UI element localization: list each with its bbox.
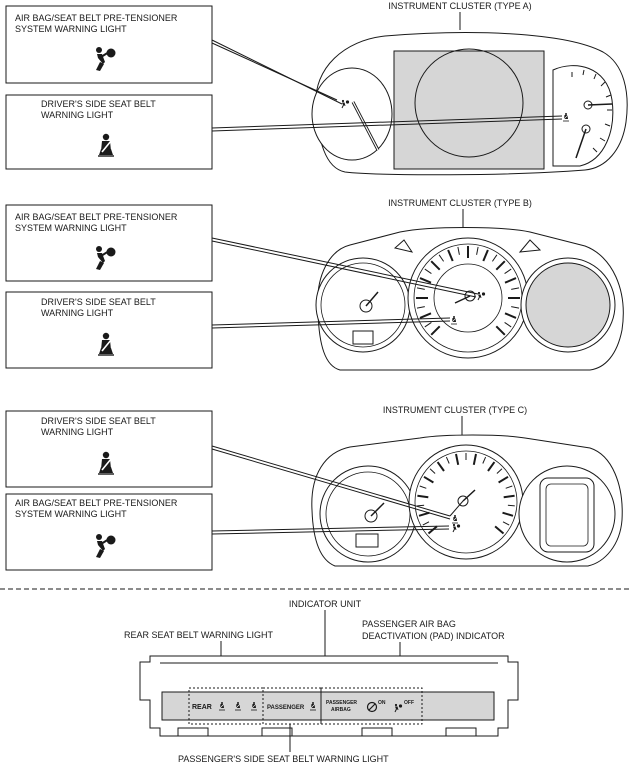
cluster-b-center-ticks — [416, 246, 520, 336]
cluster-a-right-ticks — [571, 69, 612, 153]
cluster-type-b: INSTRUMENT CLUSTER (TYPE B) AIR BAG/SEAT… — [5, 198, 624, 371]
dial-tick — [417, 504, 425, 507]
dial-tick — [511, 287, 520, 290]
cluster-b-seatbelt-leader — [211, 317, 451, 326]
dial-tick — [495, 325, 506, 336]
panel-rear-label: REAR — [192, 704, 212, 711]
dial-tick — [472, 453, 477, 465]
dial-tick — [424, 268, 432, 275]
indicator-unit-clips — [177, 727, 477, 737]
callout-line: AIR BAG/SEAT BELT PRE-TENSIONER — [15, 212, 178, 222]
dial-tick — [491, 254, 498, 262]
rear-seatbelt-callout: REAR SEAT BELT WARNING LIGHT — [124, 630, 274, 640]
dial-tick — [502, 521, 510, 526]
dial-tick — [511, 306, 520, 309]
dial-tick — [504, 268, 512, 275]
callout-line: AIR BAG/SEAT BELT PRE-TENSIONER — [15, 13, 178, 23]
callout-line: WARNING LIGHT — [41, 308, 114, 318]
pad-callout-line1: PASSENGER AIR BAG — [362, 619, 456, 629]
dial-tick — [422, 521, 430, 526]
pad-zone — [320, 687, 423, 725]
dial-tick — [457, 246, 460, 255]
cluster-b-title: INSTRUMENT CLUSTER (TYPE B) — [388, 198, 532, 208]
callout-line: WARNING LIGHT — [41, 110, 114, 120]
panel-passenger-label: PASSENGER — [267, 705, 305, 711]
pad-on-icon — [366, 701, 378, 713]
passenger-seatbelt-callout: PASSENGER'S SIDE SEAT BELT WARNING LIGHT — [178, 754, 389, 764]
cluster-a-airbag-callout — [5, 5, 213, 84]
indicator-unit-title: INDICATOR UNIT — [289, 599, 362, 609]
pad-callout-line2: DEACTIVATION (PAD) INDICATOR — [362, 631, 505, 641]
dial-tick — [476, 246, 479, 255]
dial-tick — [487, 461, 496, 472]
cluster-a-center-ring — [414, 48, 524, 158]
dial-tick — [504, 312, 517, 319]
dial-tick — [419, 485, 427, 489]
callout-line: SYSTEM WARNING LIGHT — [15, 24, 127, 34]
callout-line: SYSTEM WARNING LIGHT — [15, 223, 127, 233]
dial-tick — [424, 321, 432, 328]
cluster-a-left-gauge — [311, 67, 393, 161]
dial-tick — [507, 504, 515, 507]
dial-tick — [504, 321, 512, 328]
panel-pad-label-line2: AIRBAG — [331, 707, 351, 713]
callout-line: DRIVER'S SIDE SEAT BELT — [41, 416, 156, 426]
dial-tick — [436, 461, 445, 472]
cluster-a-airbag-leader — [211, 39, 343, 105]
callout-line: AIR BAG/SEAT BELT PRE-TENSIONER — [15, 498, 178, 508]
dial-tick — [505, 485, 513, 489]
dial-tick — [495, 260, 506, 271]
dial-tick — [417, 494, 429, 499]
cluster-b-airbag-leader — [211, 237, 479, 295]
dial-tick — [430, 260, 441, 271]
cluster-c-airbag-leader — [211, 525, 450, 532]
dial-tick — [494, 525, 505, 535]
dial-tick — [498, 475, 509, 484]
dial-tick — [496, 468, 503, 474]
panel-pad-label-line1: PASSENGER — [326, 700, 357, 706]
dial-tick — [503, 494, 515, 499]
cluster-a-title: INSTRUMENT CLUSTER (TYPE A) — [388, 1, 531, 11]
panel-on-label: ON — [378, 700, 386, 706]
indicator-panel — [161, 691, 495, 721]
dial-tick — [445, 456, 450, 464]
cluster-c-right-display — [539, 477, 595, 553]
cluster-a-right-gauge — [552, 65, 614, 167]
dial-tick — [438, 254, 445, 262]
cluster-a-center-display — [393, 50, 545, 170]
dial-tick — [502, 511, 514, 517]
dial-tick — [419, 277, 432, 284]
cluster-type-a: INSTRUMENT CLUSTER (TYPE A) — [5, 1, 628, 176]
dial-tick — [482, 249, 489, 262]
cluster-c-center-ticks — [417, 453, 515, 535]
cluster-c-title: INSTRUMENT CLUSTER (TYPE C) — [383, 405, 527, 415]
cluster-b-airbag-callout — [5, 204, 213, 282]
dial-tick — [447, 249, 454, 262]
callout-line: DRIVER'S SIDE SEAT BELT — [41, 99, 156, 109]
dial-tick — [427, 525, 438, 535]
cluster-a-seatbelt-leader — [211, 115, 563, 129]
indicator-unit-section: INDICATOR UNIT REAR SEAT BELT WARNING LI… — [124, 599, 519, 764]
dial-tick — [419, 312, 432, 319]
dial-tick — [504, 277, 517, 284]
dial-tick — [416, 287, 425, 290]
callout-line: DRIVER'S SIDE SEAT BELT — [41, 297, 156, 307]
dial-tick — [455, 453, 460, 465]
cluster-c-airbag-callout — [5, 493, 213, 571]
callout-line: SYSTEM WARNING LIGHT — [15, 509, 127, 519]
dial-tick — [418, 511, 430, 517]
panel-off-label: OFF — [404, 700, 414, 706]
dial-tick — [423, 475, 434, 484]
dial-tick — [416, 306, 425, 309]
cluster-b-right-display — [525, 262, 611, 348]
dial-tick — [430, 325, 441, 336]
callout-line: WARNING LIGHT — [41, 427, 114, 437]
dial-tick — [482, 456, 487, 464]
dial-tick — [429, 468, 436, 474]
cluster-type-c: INSTRUMENT CLUSTER (TYPE C) DRIVER'S SID… — [5, 405, 623, 571]
cluster-c-seatbelt-leader — [211, 445, 451, 517]
